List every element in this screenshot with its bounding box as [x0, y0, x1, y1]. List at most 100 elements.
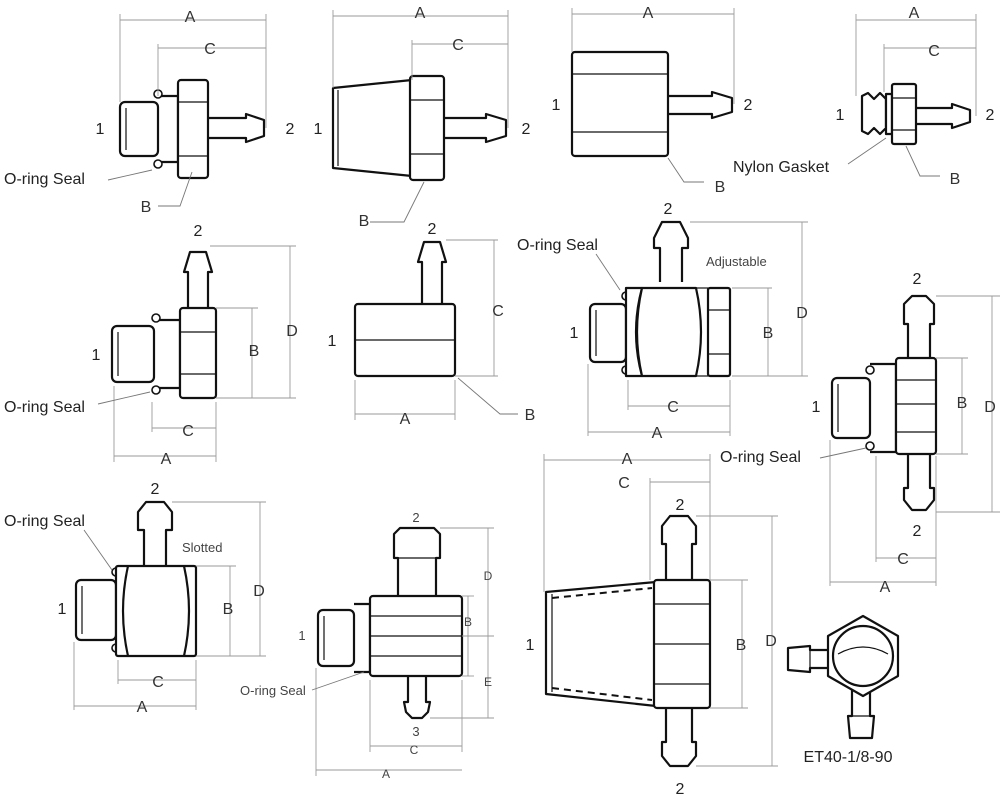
dim-c-label: C	[410, 743, 419, 757]
adjustable-label: Adjustable	[706, 254, 767, 269]
dim-d-label: D	[484, 569, 493, 583]
dimension-lines	[311, 527, 494, 776]
fitting-body	[830, 294, 938, 512]
port-1-label: 1	[328, 333, 337, 350]
dim-b-label: B	[359, 213, 370, 230]
dim-c-label: C	[204, 41, 216, 58]
dim-d-label: D	[984, 399, 996, 416]
dim-d-label: D	[796, 305, 808, 322]
figure-tee-three-port: 2 D B 1 E O-ring Seal 3 C A	[240, 510, 494, 781]
port-2-label: 2	[412, 510, 419, 525]
port-1-label: 1	[570, 325, 579, 342]
port-2-top-label: 2	[676, 497, 685, 514]
dim-b-label: B	[223, 601, 234, 618]
figure-straight-oring: A C 1 2 O-ring Seal B	[4, 9, 295, 216]
port-2-label: 2	[151, 481, 160, 498]
dim-a-label: A	[161, 451, 172, 468]
dimension-lines	[543, 454, 778, 767]
oring-seal-label: O-ring Seal	[720, 449, 801, 466]
dim-c-label: C	[152, 674, 164, 691]
dim-a-label: A	[643, 5, 654, 22]
port-2-label: 2	[744, 97, 753, 114]
dim-b-label: B	[736, 637, 747, 654]
fitting-body	[316, 526, 464, 720]
dim-a-label: A	[382, 767, 390, 781]
port-2-label: 2	[986, 107, 995, 124]
dim-b-label: B	[249, 343, 260, 360]
figure-female-elbow: 2 1 C A B	[328, 221, 536, 428]
figure-tapered-pipe: A C 1 2 B	[314, 5, 531, 230]
dimension-lines	[73, 501, 266, 710]
port-2-label: 2	[286, 121, 295, 138]
dim-a-label: A	[415, 5, 426, 22]
dim-c-label: C	[928, 43, 940, 60]
dim-c-label: C	[452, 37, 464, 54]
nylon-gasket-label: Nylon Gasket	[733, 159, 830, 176]
fitting-body	[860, 82, 972, 146]
fitting-body	[110, 250, 218, 400]
dimension-lines	[107, 14, 267, 207]
dim-c-label: C	[897, 551, 909, 568]
port-1-label: 1	[526, 637, 535, 654]
slotted-label: Slotted	[182, 540, 222, 555]
port-1-label: 1	[812, 399, 821, 416]
dim-c-label: C	[492, 303, 504, 320]
dim-a-label: A	[400, 411, 411, 428]
fitting-body	[786, 614, 900, 740]
dim-b-label: B	[464, 615, 472, 629]
port-2-bottom-label: 2	[676, 781, 685, 798]
dim-d-label: D	[286, 323, 298, 340]
port-2-label: 2	[664, 201, 673, 218]
dim-a-label: A	[622, 451, 633, 468]
oring-seal-label: O-ring Seal	[4, 513, 85, 530]
dim-b-label: B	[763, 325, 774, 342]
port-1-label: 1	[314, 121, 323, 138]
dim-b-label: B	[950, 171, 961, 188]
dim-b-label: B	[141, 199, 152, 216]
port-1-label: 1	[298, 628, 305, 643]
fitting-body	[118, 78, 266, 180]
dim-a-label: A	[652, 425, 663, 442]
oring-seal-label: O-ring Seal	[4, 171, 85, 188]
dimension-lines	[97, 245, 296, 462]
dim-c-label: C	[667, 399, 679, 416]
port-1-label: 1	[552, 97, 561, 114]
port-1-label: 1	[58, 601, 67, 618]
port-2-label: 2	[522, 121, 531, 138]
dimension-lines	[571, 8, 735, 183]
dimension-lines	[354, 239, 518, 420]
dimension-lines	[332, 10, 509, 223]
port-2-top-label: 2	[913, 271, 922, 288]
fitting-body	[570, 50, 734, 158]
figure-slotted-elbow: 2 O-ring Seal Slotted 1 B D C A	[4, 481, 266, 716]
dim-b-label: B	[525, 407, 536, 424]
oring-seal-label: O-ring Seal	[240, 683, 306, 698]
figure-elbow-oring: 2 1 D B O-ring Seal C A	[4, 223, 298, 468]
dimension-lines	[847, 14, 977, 177]
dim-b-label: B	[957, 395, 968, 412]
fitting-body	[74, 500, 198, 658]
port-1-label: 1	[92, 347, 101, 364]
oring-seal-label: O-ring Seal	[517, 237, 598, 254]
part-number-label: ET40-1/8-90	[804, 749, 893, 766]
dimension-lines	[587, 221, 808, 436]
dim-c-label: C	[618, 475, 630, 492]
dim-a-label: A	[909, 5, 920, 22]
fitting-body	[588, 220, 732, 378]
port-2-label: 2	[194, 223, 203, 240]
dim-e-label: E	[484, 675, 492, 689]
port-1-label: 1	[836, 107, 845, 124]
figure-tapered-tee: A C 2 1 B D 2	[526, 451, 778, 798]
dim-d-label: D	[765, 633, 777, 650]
figure-adjustable-elbow: 2 O-ring Seal Adjustable 1 B D C A	[517, 201, 808, 442]
port-2-label: 2	[428, 221, 437, 238]
dim-b-label: B	[715, 179, 726, 196]
port-2-bottom-label: 2	[913, 523, 922, 540]
dim-a-label: A	[185, 9, 196, 26]
fitting-body	[353, 240, 457, 378]
fitting-body	[331, 74, 508, 182]
figure-female-hex: A 1 2 B	[552, 5, 753, 196]
dimension-lines	[819, 295, 1000, 586]
figure-threaded-gasket: A C 1 2 Nylon Gasket B	[733, 5, 995, 188]
